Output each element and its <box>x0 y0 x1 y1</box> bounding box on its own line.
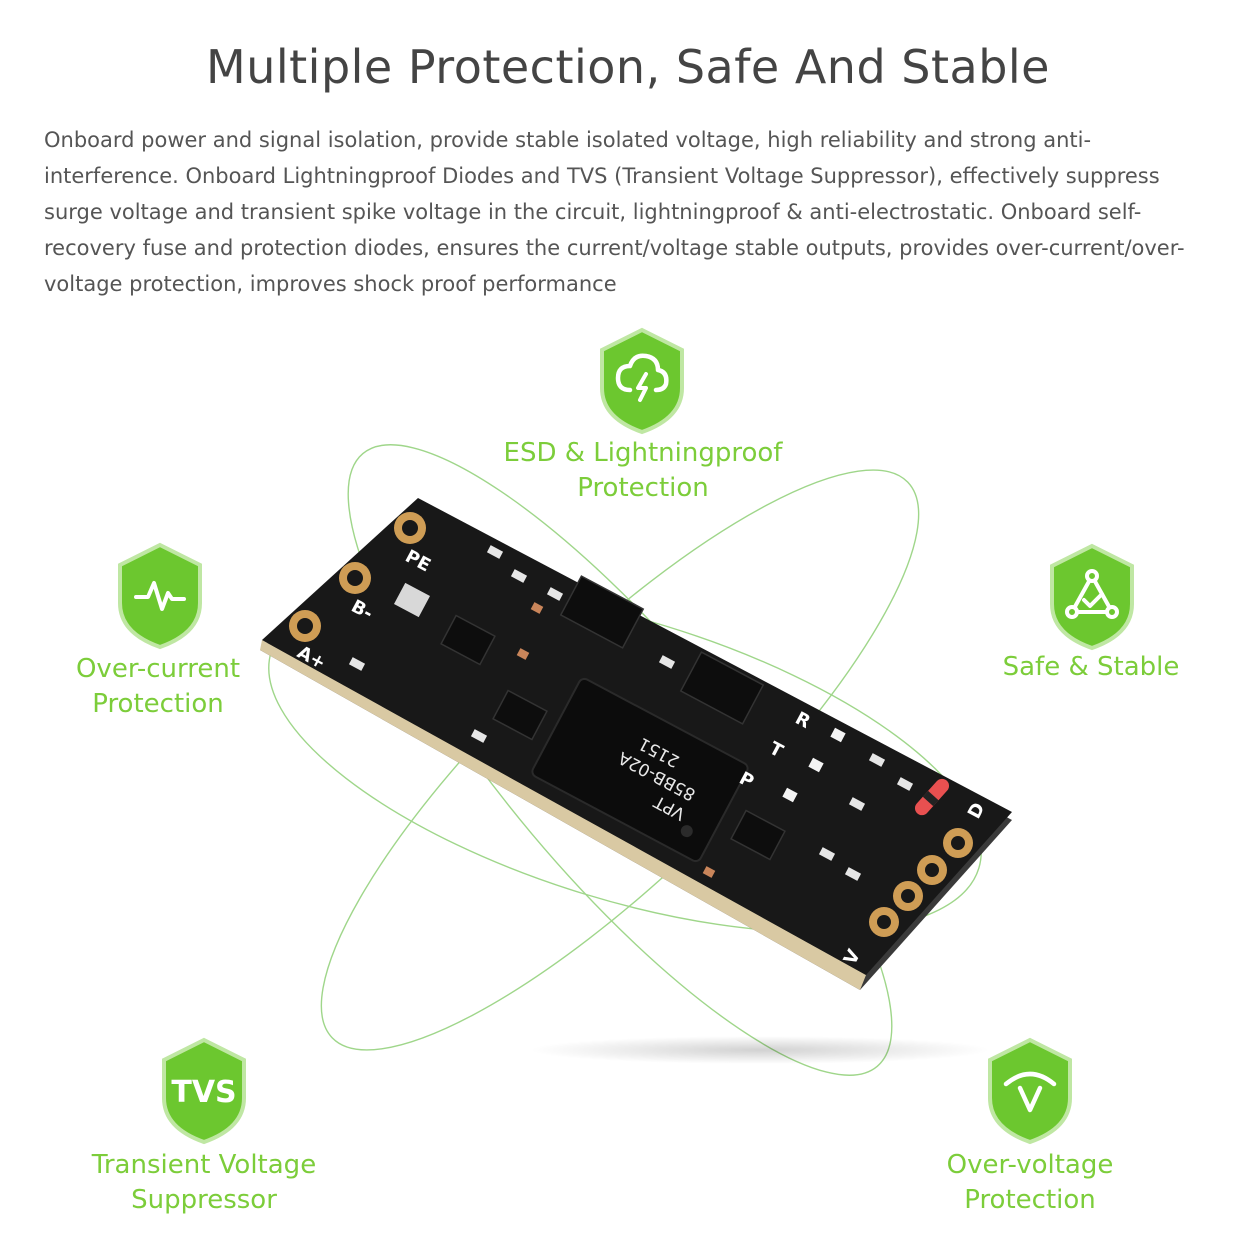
feature-tvs-line1: Transient Voltage <box>91 1150 317 1180</box>
feature-overcurrent-line2: Protection <box>92 689 224 719</box>
feature-esd-line1: ESD & Lightningproof <box>503 438 783 468</box>
pulse-icon <box>134 581 186 611</box>
esd-badge <box>600 327 684 435</box>
ic-4 <box>492 689 548 741</box>
cloud-lightning-icon <box>615 353 669 402</box>
feature-safe-line1: Safe & Stable <box>1002 652 1180 682</box>
feature-tvs-line2: Suppressor <box>131 1185 277 1215</box>
description: Onboard power and signal isolation, prov… <box>44 128 1185 296</box>
safe-badge <box>1050 543 1134 651</box>
feature-overvoltage-line1: Over-voltage <box>946 1150 1114 1180</box>
overcurrent-badge <box>118 542 202 650</box>
overvoltage-badge <box>988 1037 1072 1145</box>
fuse <box>394 582 430 618</box>
tvs-badge-text: TVS <box>171 1075 236 1110</box>
feature-esd: ESD & Lightningproof Protection <box>480 436 806 506</box>
page-title: Multiple Protection, Safe And Stable <box>206 40 1050 94</box>
ic-3 <box>440 614 496 666</box>
feature-overcurrent: Over-current Protection <box>58 652 258 722</box>
ic-1 <box>559 575 645 649</box>
vpt-chip: VPT 85BB-02A 2151 <box>531 677 749 863</box>
feature-tvs: Transient Voltage Suppressor <box>66 1148 342 1218</box>
ic-5 <box>730 809 786 861</box>
v-signal-icon <box>1003 1071 1057 1113</box>
feature-overcurrent-line1: Over-current <box>75 654 241 684</box>
feature-esd-line2: Protection <box>577 473 709 503</box>
triangle-nodes-icon <box>1065 569 1119 619</box>
isolation-module-board: VPT 85BB-02A 2151 <box>260 498 1012 990</box>
protection-diode <box>914 778 950 816</box>
status-leds <box>782 727 846 803</box>
ic-2 <box>679 651 765 725</box>
feature-overvoltage-line2: Protection <box>964 1185 1096 1215</box>
feature-safe: Safe & Stable <box>978 650 1204 685</box>
tvs-badge: TVS <box>162 1037 246 1145</box>
feature-overvoltage: Over-voltage Protection <box>920 1148 1140 1218</box>
passive-components <box>348 545 914 881</box>
